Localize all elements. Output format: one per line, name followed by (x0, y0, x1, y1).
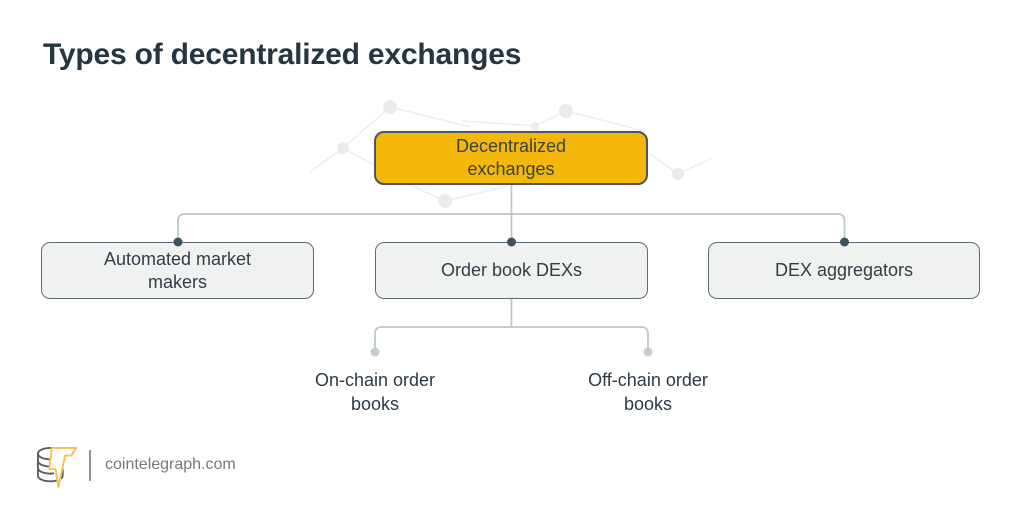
tree-node-automated-market-makers: Automated market makers (41, 242, 314, 299)
cointelegraph-logo-icon (36, 446, 78, 488)
page-title: Types of decentralized exchanges (43, 38, 522, 71)
footer-brand-text: cointelegraph.com (105, 456, 236, 473)
leaf-endpoint-dots (370, 347, 653, 357)
footer-divider (89, 450, 91, 481)
tree-node-decentralized-exchanges: Decentralized exchanges (374, 131, 648, 185)
tree-node-label: Order book DEXs (440, 260, 583, 280)
leaf-label-on-chain-order-books: On-chain order books (314, 370, 436, 414)
tree-node-order-book-dexs: Order book DEXs (375, 242, 648, 299)
tree-connectors-level1 (177, 185, 846, 242)
tree-connectors-level2 (374, 299, 649, 349)
tree-node-label: Decentralized exchanges (455, 136, 567, 179)
tree-node-label: Automated market makers (103, 248, 252, 292)
leaf-label-off-chain-order-books: Off-chain order books (588, 370, 708, 414)
tree-node-label: DEX aggregators (774, 260, 914, 280)
tree-node-dex-aggregators: DEX aggregators (708, 242, 980, 299)
